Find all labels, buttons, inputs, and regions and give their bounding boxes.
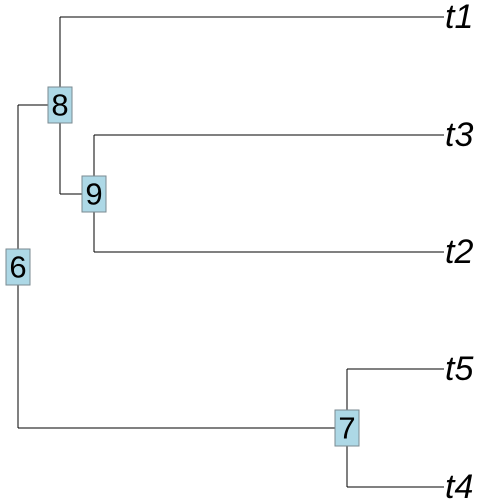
tip-label-t2: t2	[445, 233, 473, 271]
tip-label-t5: t5	[445, 350, 473, 388]
node-9: 9	[81, 175, 107, 213]
tip-label-t4: t4	[445, 468, 473, 504]
node-6-box	[5, 248, 31, 286]
node-6: 6	[5, 248, 31, 286]
node-7-label: 7	[338, 411, 355, 446]
node-8-box	[47, 86, 73, 124]
node-8-label: 8	[51, 88, 68, 123]
node-7: 7	[334, 409, 360, 447]
node-9-label: 9	[85, 177, 102, 212]
node-7-box	[334, 409, 360, 447]
node-9-box	[81, 175, 107, 213]
tip-label-t1: t1	[445, 0, 473, 36]
node-8: 8	[47, 86, 73, 124]
node-6-label: 6	[9, 250, 26, 285]
tip-label-t3: t3	[445, 116, 473, 154]
